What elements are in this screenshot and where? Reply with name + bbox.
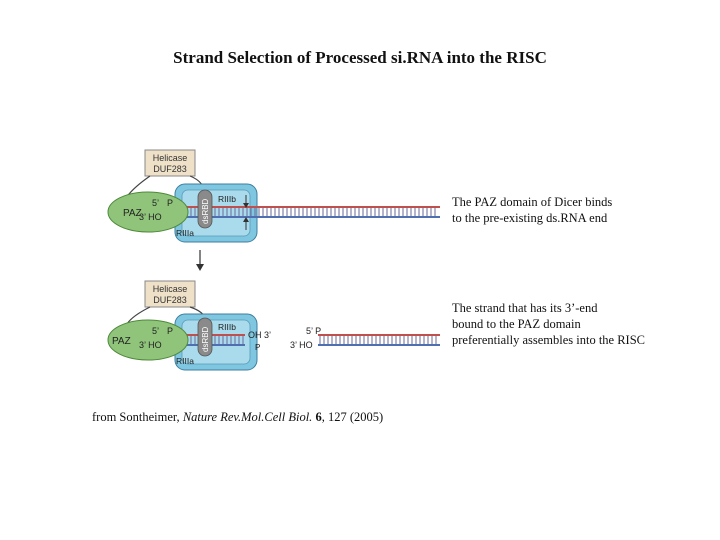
riiib-label-bottom: RIIIb xyxy=(218,322,236,332)
diagram-top: Helicase DUF283 PAZ 5’ 3’ HO P dsRBD RII… xyxy=(107,149,440,243)
paz-label-bottom: PAZ xyxy=(112,336,131,347)
helicase-label-bottom: Helicase xyxy=(153,284,188,294)
paz-domain-bottom xyxy=(107,319,189,361)
rbd-label-bottom: dsRBD xyxy=(201,326,210,352)
helicase-label-top: Helicase xyxy=(153,153,188,163)
riiia-label-bottom: RIIIa xyxy=(176,356,194,366)
page-title: Strand Selection of Processed si.RNA int… xyxy=(173,48,547,67)
caption-bottom-line-3: preferentially assembles into the RISC xyxy=(452,333,646,347)
helicase-box-top xyxy=(144,149,196,177)
caption-top-line-1: The PAZ domain of Dicer binds xyxy=(452,195,613,209)
duf283-label-bottom: DUF283 xyxy=(153,295,187,305)
rna-rungs-bottom-right xyxy=(319,336,437,344)
caption-bottom-line-2: bound to the PAZ domain xyxy=(452,317,581,331)
rbd-label-top: dsRBD xyxy=(201,198,210,224)
cleave-arrowhead-top-1 xyxy=(243,203,249,208)
p-small-label: P xyxy=(255,343,260,352)
duf283-label-top: DUF283 xyxy=(153,164,187,174)
caption-bottom-line-1: The strand that has its 3’-end xyxy=(452,301,598,315)
caption-top-line-2: to the pre-existing ds.RNA end xyxy=(452,211,608,225)
helicase-box-bottom xyxy=(144,280,196,308)
three-prime-ho-top: 3’ HO xyxy=(139,212,162,222)
five-prime-bottom: 5’ xyxy=(152,326,159,336)
source-volume: 6 xyxy=(315,410,322,424)
cleave-arrowhead-top-2 xyxy=(243,217,249,222)
three-ho-label: 3’ HO xyxy=(290,340,313,350)
paz-label-top: PAZ xyxy=(123,208,142,219)
source-journal: Nature Rev.Mol.Cell Biol. xyxy=(182,410,313,424)
diagram-bottom: Helicase DUF283 PAZ 5’ 3’ HO P dsRBD RII… xyxy=(107,280,440,371)
five-prime-top: 5’ xyxy=(152,198,159,208)
source-prefix: from Sontheimer, xyxy=(92,410,183,424)
riiib-label-top: RIIIb xyxy=(218,194,236,204)
rbd-domain-top xyxy=(197,189,213,229)
source-citation: from Sontheimer, Nature Rev.Mol.Cell Bio… xyxy=(92,410,383,425)
source-rest: , 127 (2005) xyxy=(321,410,384,424)
p-label-top: P xyxy=(167,198,173,208)
rbd-domain-bottom xyxy=(197,317,213,357)
paz-domain-top xyxy=(107,191,189,233)
p-label-bottom: P xyxy=(167,326,173,336)
caption-top: The PAZ domain of Dicer binds to the pre… xyxy=(452,194,612,226)
caption-bottom: The strand that has its 3’-end bound to … xyxy=(452,300,645,348)
riiia-label-top: RIIIa xyxy=(176,228,194,238)
three-prime-ho-bottom: 3’ HO xyxy=(139,340,162,350)
five-p-label: 5’ P xyxy=(306,326,321,336)
oh-three-label: OH 3’ xyxy=(248,330,271,340)
transition-arrowhead xyxy=(196,264,204,271)
